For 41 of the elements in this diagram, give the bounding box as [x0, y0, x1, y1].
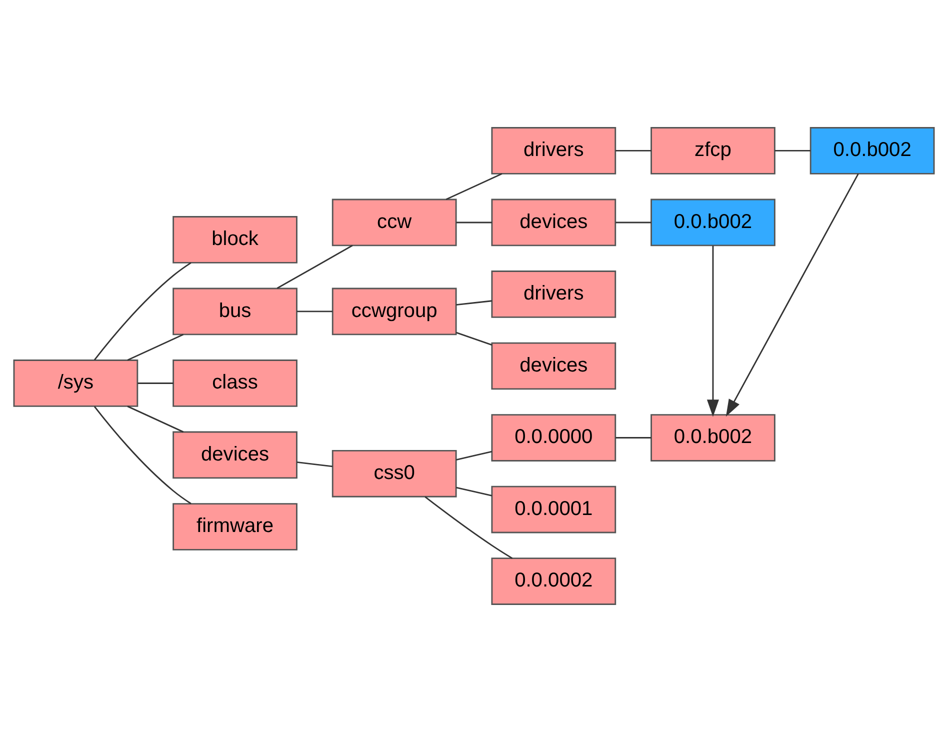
node-box: 0.0.0001	[491, 485, 616, 533]
connector	[456, 221, 492, 223]
connector	[456, 300, 492, 306]
connector	[616, 221, 652, 223]
node-box: 0.0.b002	[650, 198, 776, 246]
node-box: 0.0.0000	[491, 414, 616, 461]
node-box: 0.0.b002	[810, 126, 935, 174]
node-box: devices	[491, 342, 616, 390]
arrow	[706, 245, 720, 416]
node-box: block	[172, 216, 298, 263]
connector	[94, 406, 192, 504]
node-box: class	[172, 359, 298, 406]
connector	[616, 436, 652, 438]
node-box: /sys	[13, 359, 138, 406]
connector	[138, 382, 174, 384]
node-box: 0.0.b002	[650, 414, 776, 461]
node-box: zfcp	[650, 126, 776, 174]
connector	[296, 310, 333, 312]
connector	[127, 405, 184, 432]
connector	[456, 331, 492, 346]
arrow	[726, 172, 859, 416]
connector	[94, 262, 192, 360]
connector	[616, 149, 652, 151]
node-box: devices	[172, 430, 298, 478]
node-box: bus	[172, 287, 298, 335]
node-box: drivers	[491, 126, 616, 174]
node-box: ccw	[332, 198, 457, 246]
node-box: devices	[491, 198, 616, 246]
node-box: firmware	[172, 502, 298, 550]
connector	[456, 486, 492, 496]
connector	[296, 461, 333, 467]
node-box: drivers	[491, 270, 616, 318]
node-box: ccwgroup	[332, 287, 457, 335]
node-box: css0	[332, 449, 457, 497]
connector	[456, 450, 492, 460]
connector	[774, 149, 811, 151]
node-box: 0.0.0002	[491, 557, 616, 604]
connector	[424, 496, 513, 558]
connector	[127, 333, 184, 360]
connector	[276, 244, 353, 288]
connector	[446, 172, 502, 200]
